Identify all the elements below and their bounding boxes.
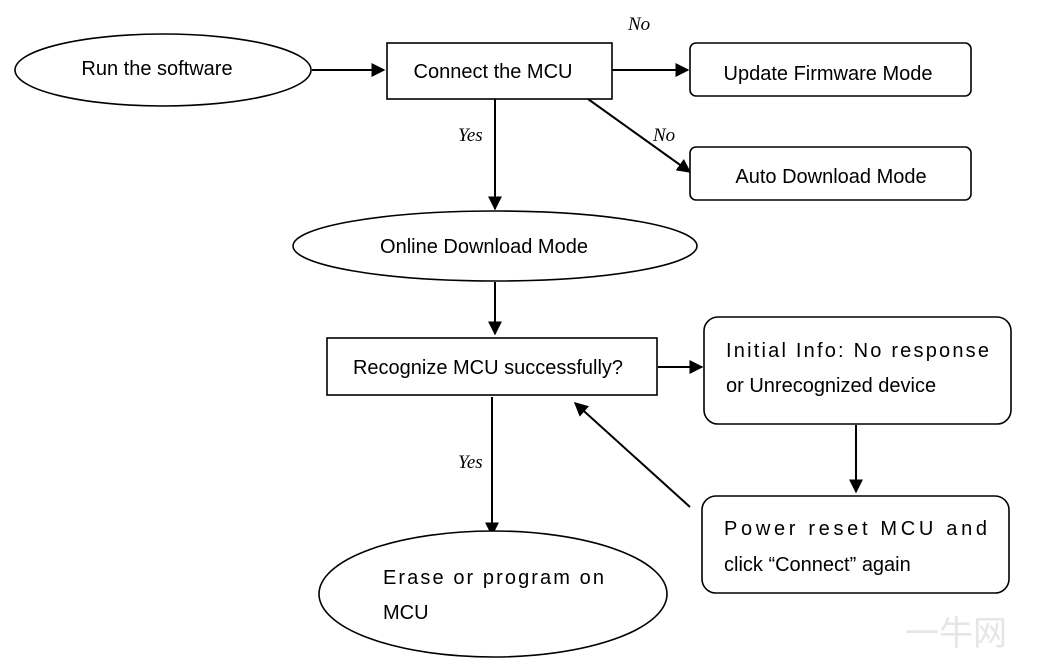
node-erase-program-line2: MCU [383, 602, 429, 624]
edge-connect-to-auto [587, 98, 692, 173]
node-online-download: Online Download Mode [292, 210, 698, 282]
edge-label-yes-online: Yes [458, 125, 483, 146]
edge-label-no-update: No [627, 14, 650, 35]
node-power-reset-line1: Power reset MCU and [724, 518, 987, 540]
node-run-software: Run the software [14, 33, 312, 107]
node-initial-info-line2: or Unrecognized device [726, 375, 936, 397]
node-erase-program-line1: Erase or program on [383, 567, 604, 589]
node-auto-download-label: Auto Download Mode [735, 166, 926, 188]
edge-label-yes-erase: Yes [458, 452, 483, 473]
node-power-reset-line2: click “Connect” again [724, 554, 911, 576]
node-initial-info-line1: Initial Info: No response [726, 340, 989, 362]
node-online-download-label: Online Download Mode [380, 236, 588, 258]
node-update-firmware: Update Firmware Mode [689, 42, 972, 97]
node-auto-download: Auto Download Mode [689, 146, 972, 201]
node-recognize-mcu: Recognize MCU successfully? [326, 337, 658, 396]
watermark: 一牛网 [905, 614, 1007, 654]
node-connect-mcu-label: Connect the MCU [414, 61, 573, 83]
node-initial-info: Initial Info: No response or Unrecognize… [703, 316, 1012, 425]
node-recognize-mcu-label: Recognize MCU successfully? [353, 357, 623, 379]
watermark-text: 一牛网 [905, 614, 1007, 654]
node-power-reset: Power reset MCU and click “Connect” agai… [701, 495, 1010, 594]
node-connect-mcu: Connect the MCU [386, 42, 613, 100]
node-run-software-label: Run the software [81, 58, 232, 80]
edge-reset-to-recognize [573, 402, 691, 508]
node-update-firmware-label: Update Firmware Mode [724, 63, 933, 85]
edge-label-no-auto: No [652, 125, 675, 146]
node-erase-program: Erase or program on MCU [318, 530, 668, 658]
